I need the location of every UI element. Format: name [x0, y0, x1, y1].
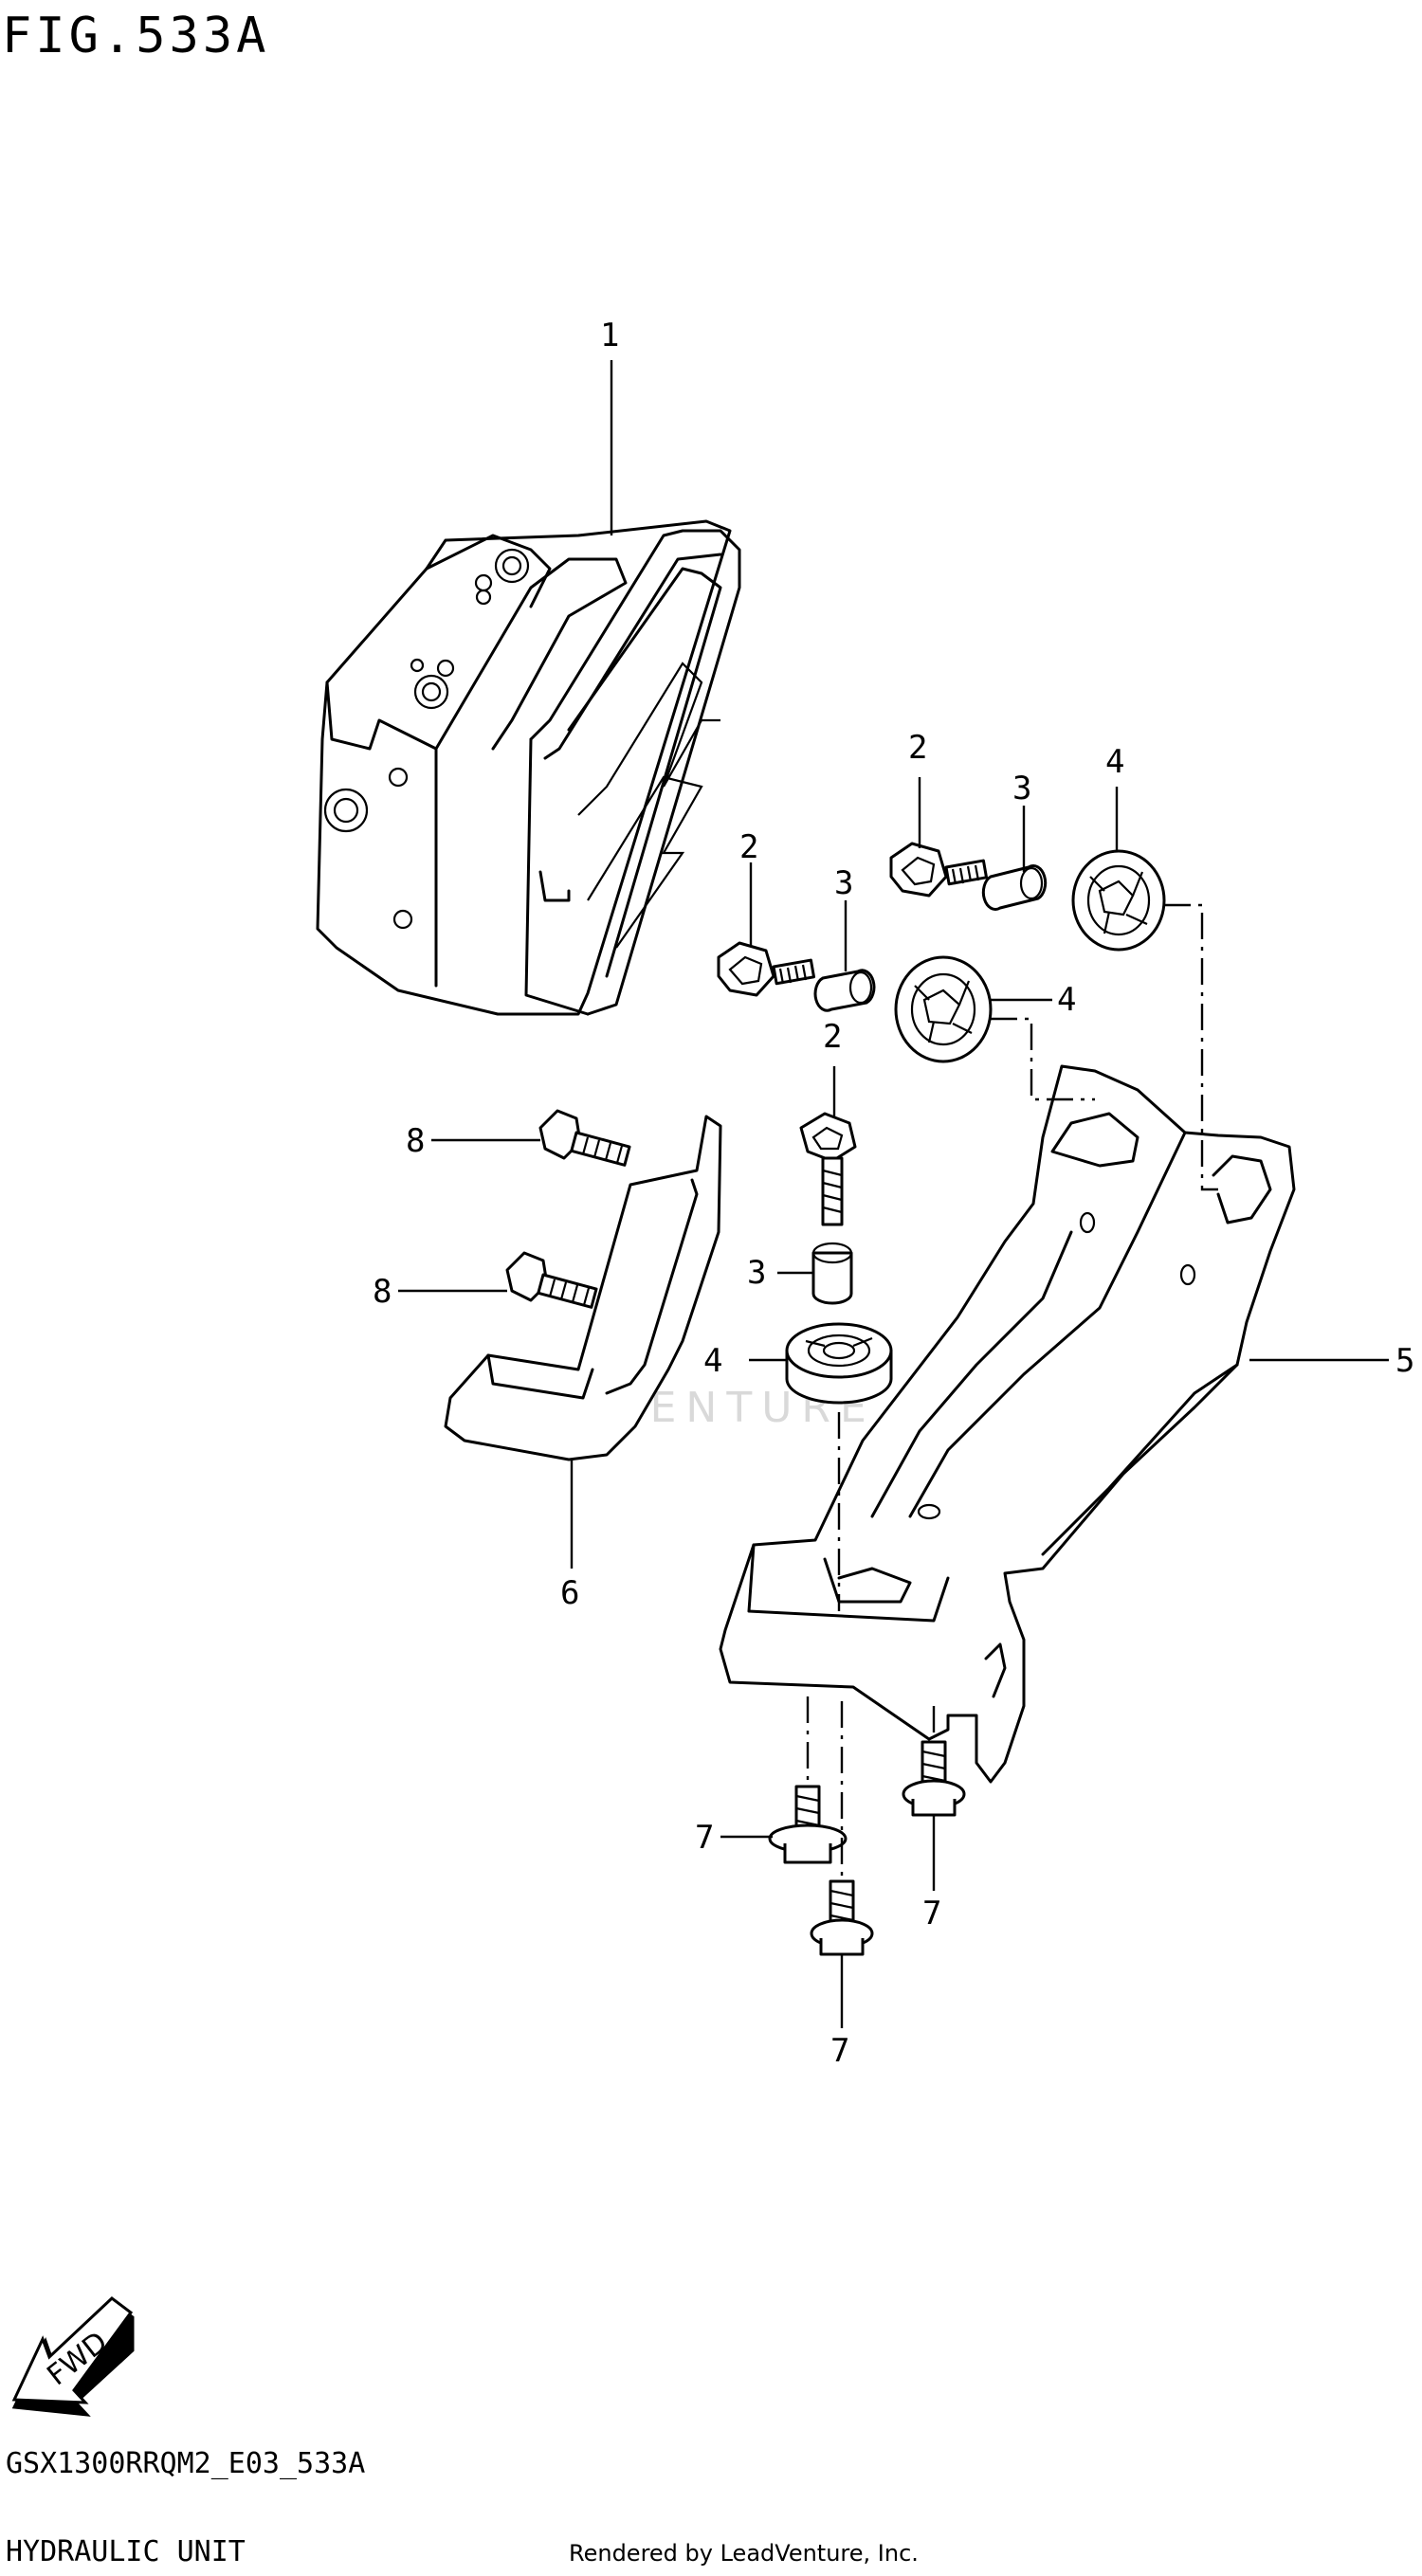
callout-3: 3	[834, 864, 853, 902]
part-4-grommet-lower[interactable]	[785, 1322, 893, 1405]
callout-4: 4	[1105, 743, 1124, 781]
model-code: GSX1300RRQM2_E03_533A	[6, 2447, 366, 2480]
assembly-centerlines	[806, 903, 1218, 1877]
callout-2: 2	[908, 729, 927, 767]
callout-3: 3	[747, 1254, 766, 1292]
callout-4: 4	[703, 1342, 722, 1380]
part-3-collar-middle[interactable]	[813, 969, 876, 1012]
callout-5: 5	[1395, 1342, 1414, 1380]
callout-8: 8	[406, 1122, 425, 1160]
fwd-arrow-icon: FWD	[11, 2296, 135, 2417]
part-2-bolt-lower[interactable]	[799, 1112, 857, 1226]
callout-7: 7	[830, 2032, 849, 2070]
callout-7: 7	[922, 1895, 941, 1932]
figure-title: FIG.533A	[2, 8, 270, 64]
part-3-collar-lower[interactable]	[811, 1242, 853, 1305]
callout-4: 4	[1057, 981, 1076, 1019]
part-7-bolt-center[interactable]	[810, 1879, 874, 1956]
callout-2: 2	[823, 1018, 842, 1056]
part-4-grommet-middle[interactable]	[894, 955, 993, 1063]
part-6-cover-plate[interactable]	[444, 1115, 722, 1461]
callout-8: 8	[373, 1273, 392, 1311]
part-5-bracket[interactable]	[719, 1064, 1296, 1784]
callout-3: 3	[1012, 770, 1031, 807]
part-1-hydraulic-unit[interactable]	[316, 519, 741, 1016]
part-7-bolt-left[interactable]	[768, 1785, 848, 1864]
part-3-collar-upper[interactable]	[981, 864, 1048, 911]
callout-1: 1	[600, 317, 619, 354]
part-7-bolt-right[interactable]	[902, 1740, 966, 1817]
callout-7: 7	[695, 1819, 714, 1857]
part-8-bolt-lower[interactable]	[505, 1251, 598, 1309]
part-2-bolt-upper[interactable]	[889, 842, 989, 898]
part-2-bolt-middle[interactable]	[717, 941, 816, 997]
leader-lines	[398, 360, 1389, 2028]
rendered-by-credit: Rendered by LeadVenture, Inc.	[569, 2540, 919, 2567]
callout-2: 2	[739, 828, 758, 866]
part-8-bolt-upper[interactable]	[538, 1109, 631, 1167]
part-4-grommet-upper[interactable]	[1071, 849, 1166, 952]
callout-6: 6	[560, 1574, 579, 1612]
section-name: HYDRAULIC UNIT	[6, 2535, 246, 2568]
